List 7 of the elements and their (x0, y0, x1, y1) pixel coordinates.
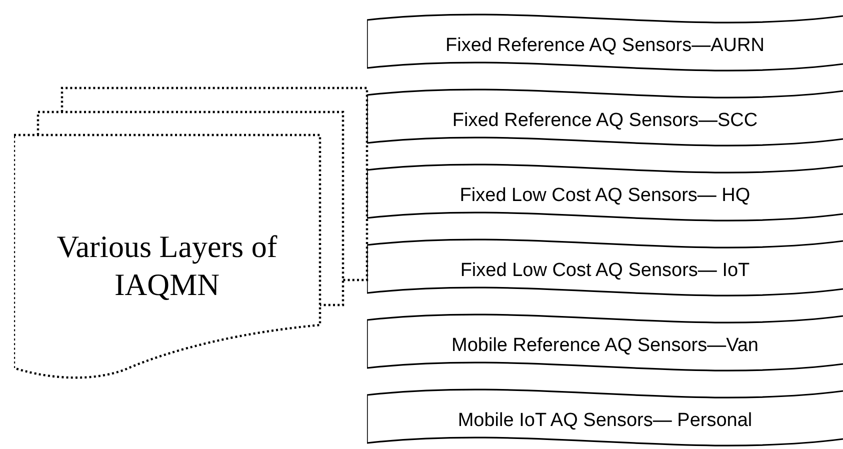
node-label: Various Layers of IAQMN (56, 228, 278, 304)
node-label: Fixed Low Cost AQ Sensors— IoT (460, 258, 750, 283)
node-label: Fixed Low Cost AQ Sensors— HQ (460, 184, 750, 208)
node-label: Fixed Reference AQ Sensors—AURN (446, 34, 764, 58)
node-label: Mobile IoT AQ Sensors— Personal (458, 408, 752, 433)
node-label: Fixed Reference AQ Sensors—SCC (452, 108, 758, 133)
node-label: Mobile Reference AQ Sensors—Van (452, 334, 758, 358)
